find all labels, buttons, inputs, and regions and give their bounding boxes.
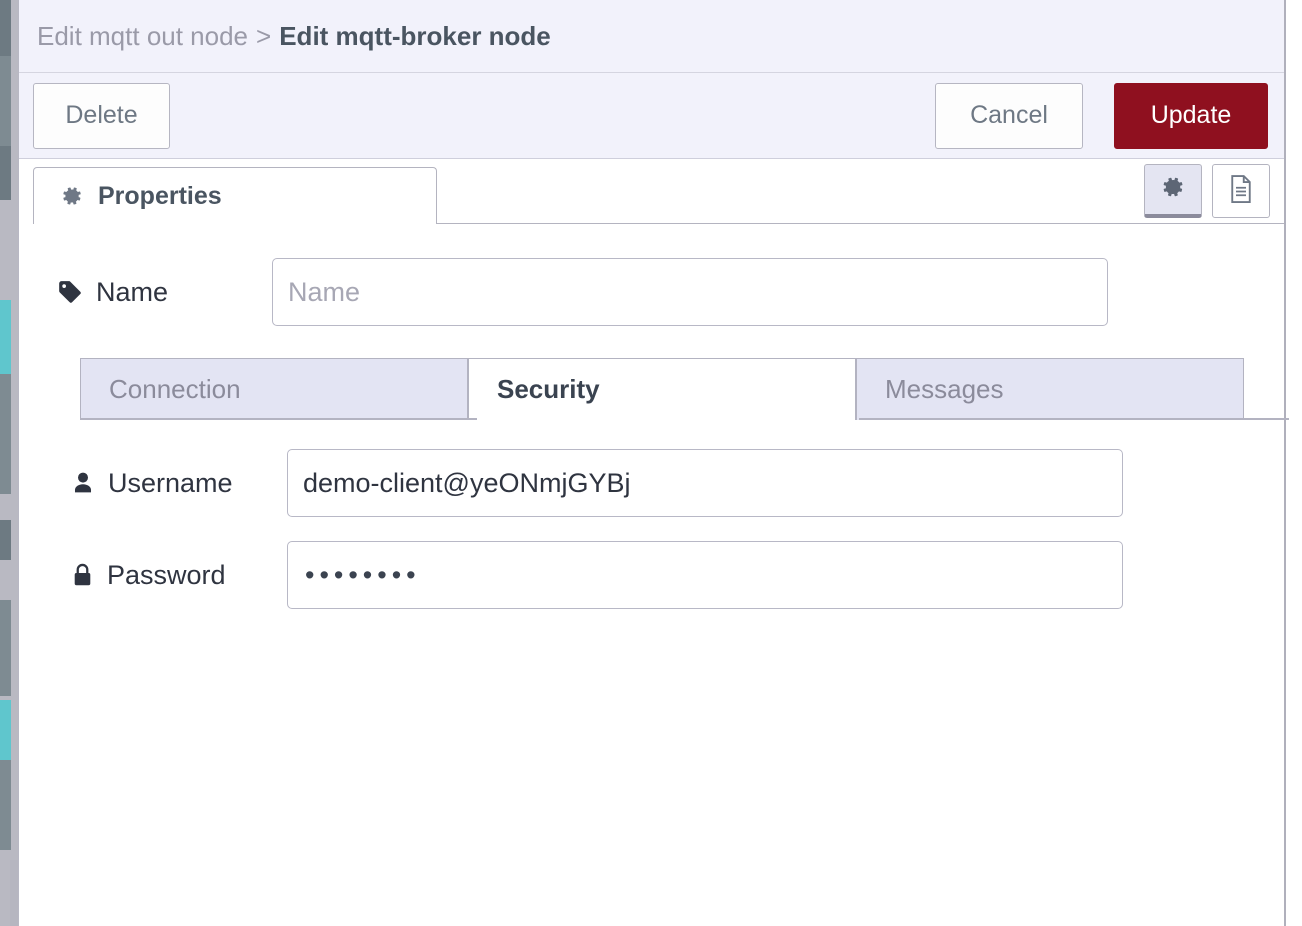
background-canvas-strip — [0, 0, 20, 926]
name-label: Name — [57, 277, 272, 308]
breadcrumb-current: Edit mqtt-broker node — [279, 20, 551, 51]
cancel-button[interactable]: Cancel — [935, 82, 1083, 149]
lock-icon — [71, 562, 94, 588]
name-label-text: Name — [96, 276, 169, 307]
username-label-text: Username — [108, 467, 233, 498]
description-toggle-button[interactable] — [1212, 164, 1270, 218]
username-label: Username — [71, 468, 287, 499]
user-icon — [71, 470, 95, 496]
password-masked-value: •••••••• — [305, 559, 421, 590]
name-row: Name — [19, 258, 1284, 326]
subtab-security[interactable]: Security — [468, 358, 856, 420]
breadcrumb-separator: > — [256, 20, 272, 51]
canvas-scrollbar[interactable] — [10, 860, 20, 926]
tab-strip: Properties — [33, 167, 437, 224]
subtab-connection-label: Connection — [109, 374, 241, 404]
tab-properties[interactable]: Properties — [33, 167, 437, 224]
subtab-connection[interactable]: Connection — [80, 358, 468, 420]
dialog-tabbar: Properties — [19, 159, 1284, 224]
password-label-text: Password — [107, 559, 226, 590]
subtab-bar: Connection Security Messages — [19, 358, 1289, 420]
subtab-rule-right — [859, 418, 1289, 420]
password-row: Password •••••••• — [19, 541, 1284, 609]
subtab-security-label: Security — [497, 374, 600, 404]
gear-icon — [1160, 174, 1186, 205]
tabbar-icon-buttons — [1144, 164, 1270, 218]
tag-icon — [57, 279, 83, 305]
update-button[interactable]: Update — [1114, 82, 1268, 149]
subtab-messages[interactable]: Messages — [856, 358, 1244, 420]
delete-button[interactable]: Delete — [33, 82, 170, 149]
name-input[interactable] — [272, 258, 1108, 326]
settings-toggle-button[interactable] — [1144, 164, 1202, 218]
breadcrumb: Edit mqtt out node>Edit mqtt-broker node — [37, 21, 551, 52]
tabbar-rule — [437, 223, 1284, 224]
properties-panel: Name Connection Security Messages — [19, 224, 1289, 926]
username-row: Username — [19, 449, 1284, 517]
dialog-toolbar: Delete Cancel Update — [19, 73, 1284, 159]
subtab-messages-label: Messages — [885, 374, 1004, 404]
edit-node-dialog: Edit mqtt out node>Edit mqtt-broker node… — [18, 0, 1289, 926]
password-label: Password — [71, 560, 287, 591]
description-icon — [1228, 174, 1254, 209]
password-input[interactable]: •••••••• — [287, 541, 1123, 609]
tab-properties-label: Properties — [98, 181, 222, 210]
breadcrumb-parent[interactable]: Edit mqtt out node — [37, 20, 249, 51]
gear-icon — [60, 184, 84, 208]
dialog-header: Edit mqtt out node>Edit mqtt-broker node — [19, 0, 1284, 73]
username-input[interactable] — [287, 449, 1123, 517]
subtab-list: Connection Security Messages — [80, 358, 1284, 420]
subtab-rule-left — [80, 418, 477, 420]
